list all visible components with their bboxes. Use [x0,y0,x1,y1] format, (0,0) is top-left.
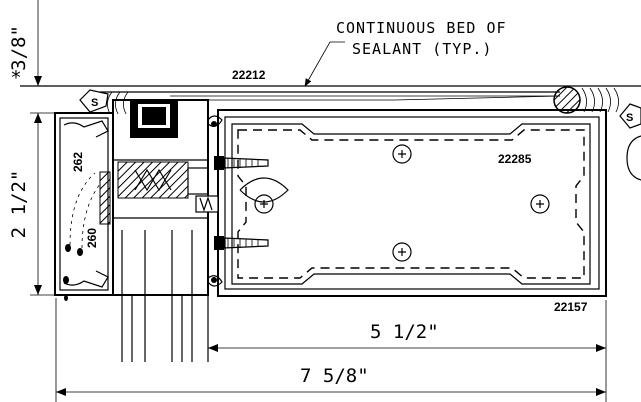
screw-hole-right [530,194,550,214]
dim-top-3-8: 3/8" * [8,0,60,89]
dim-inner-width-label: 5 1/2" [370,321,439,343]
sealant-symbol-right-label: S [626,112,633,124]
sealant-symbol-right: S [619,103,641,129]
screw-hole-bottom [392,242,412,262]
insert-22285: 22285 [231,123,591,285]
part-22212: 22212 [232,68,266,82]
screw-hole-left [239,177,289,214]
dim-overall-width: 7 5/8" [55,298,607,402]
sealant-swirls-left [107,91,129,115]
part-22157: 22157 [554,300,588,314]
part-262: 262 [71,152,85,172]
top-wall-line: 22212 [20,68,641,101]
clip-bottom [207,275,223,287]
sealant-note: CONTINUOUS BED OF SEALANT (TYP.) [304,19,507,87]
dim-overall-width-label: 7 5/8" [300,365,369,387]
asterisk-mark: * [10,67,21,89]
screw-hole-top [392,144,412,164]
dim-height-label: 2 1/2" [8,170,30,239]
dim-top-label: 3/8" [8,25,30,71]
sealant-swirls-right [581,87,619,113]
mullion-column [112,99,209,362]
backer-rod [553,86,581,114]
clip-top [207,115,223,127]
sealant-note-line1: CONTINUOUS BED OF [336,19,507,37]
sealant-symbol-left-label: S [91,97,98,109]
part-260: 260 [85,228,99,248]
part-22285: 22285 [498,152,532,166]
dim-inner-width: 5 1/2" [207,300,607,354]
center-fastener [195,195,219,213]
partial-circle-right [626,135,641,181]
screw-top [214,156,269,170]
dim-height-2-1-2: 2 1/2" [8,112,60,296]
left-jamb-frame: 262 260 [54,112,114,301]
sealant-note-line2: SEALANT (TYP.) [352,40,492,58]
screw-bottom [214,236,269,250]
sealant-symbol-left: S [79,89,109,113]
